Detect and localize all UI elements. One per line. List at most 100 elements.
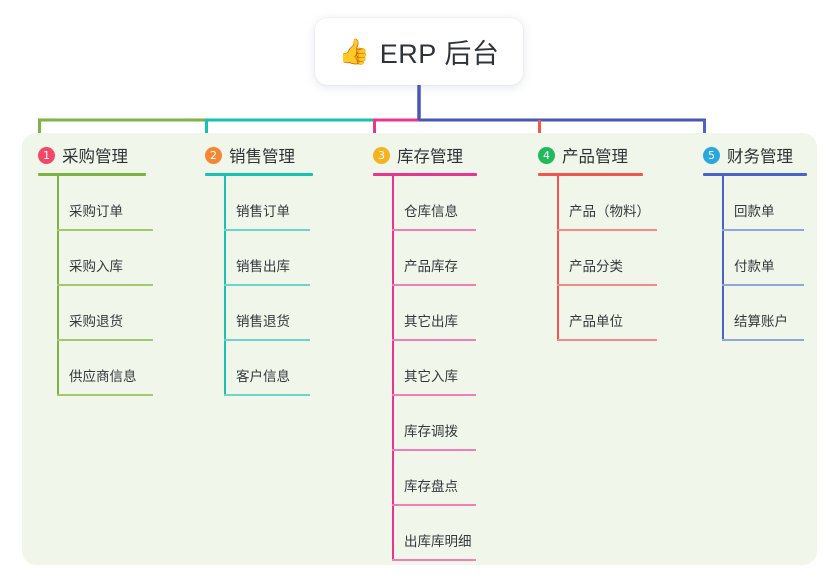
module-item-label: 产品分类 (569, 259, 623, 274)
module-item-rule (392, 394, 476, 396)
module-item[interactable]: 产品库存 (392, 231, 477, 286)
module-spine (57, 176, 59, 396)
module-item[interactable]: 库存盘点 (392, 451, 477, 506)
module-header-rule (373, 173, 477, 176)
module-item[interactable]: 销售退货 (224, 286, 313, 341)
module-header-3[interactable]: 3 库存管理 (373, 142, 477, 168)
module-item[interactable]: 回款单 (722, 176, 807, 231)
module-item-rule (57, 229, 153, 231)
module-item-rule (392, 229, 476, 231)
module-header-5[interactable]: 5 财务管理 (703, 142, 807, 168)
module-header-rule (205, 173, 313, 176)
module-number-badge: 4 (538, 146, 555, 164)
module-item-rule (392, 504, 476, 506)
module-item-rule (392, 339, 476, 341)
module-number-badge: 1 (38, 146, 55, 164)
module-item-label: 产品（物料） (569, 204, 650, 219)
module-column-2: 2 销售管理销售订单销售出库销售退货客户信息 (205, 142, 313, 396)
module-item[interactable]: 采购入库 (57, 231, 153, 286)
module-item-label: 采购退货 (69, 314, 123, 329)
module-column-5: 5 财务管理回款单付款单结算账户 (703, 142, 807, 341)
module-title: 库存管理 (397, 148, 463, 166)
module-spine (224, 176, 226, 396)
module-item[interactable]: 产品单位 (557, 286, 657, 341)
module-title: 产品管理 (562, 148, 628, 166)
module-item-rule (722, 229, 804, 231)
module-item[interactable]: 销售订单 (224, 176, 313, 231)
module-item[interactable]: 出库库明细 (392, 506, 477, 561)
module-item[interactable]: 供应商信息 (57, 341, 153, 396)
root-node-label: ERP 后台 (379, 39, 500, 69)
module-item-label: 付款单 (734, 259, 775, 274)
module-item-label: 产品单位 (569, 314, 623, 329)
module-item-label: 回款单 (734, 204, 775, 219)
module-item-rule (224, 394, 310, 396)
module-item-list: 采购订单采购入库采购退货供应商信息 (57, 176, 153, 396)
module-item-label: 结算账户 (734, 314, 788, 329)
root-node-erp-backend[interactable]: 👍 ERP 后台 (315, 18, 523, 85)
module-item-rule (392, 449, 476, 451)
module-number-badge: 3 (373, 146, 390, 164)
module-item-label: 出库库明细 (404, 534, 472, 549)
module-item-label: 库存盘点 (404, 479, 458, 494)
module-number-badge: 5 (703, 146, 720, 164)
module-item-label: 采购订单 (69, 204, 123, 219)
module-item-rule (392, 559, 476, 561)
module-title: 销售管理 (229, 148, 295, 166)
module-item[interactable]: 产品分类 (557, 231, 657, 286)
module-item-list: 产品（物料） 产品分类产品单位 (557, 176, 657, 341)
module-number-badge: 2 (205, 146, 222, 164)
module-header-rule (538, 173, 643, 176)
module-item-label: 供应商信息 (69, 369, 137, 384)
module-item-label: 产品库存 (404, 259, 458, 274)
module-column-3: 3 库存管理仓库信息产品库存其它出库其它入库库存调拨库存盘点出库库明细 (373, 142, 477, 561)
module-item-rule (557, 284, 657, 286)
module-item-list: 回款单付款单结算账户 (722, 176, 807, 341)
module-item[interactable]: 库存调拨 (392, 396, 477, 451)
module-item-label: 销售出库 (236, 259, 290, 274)
module-item-rule (57, 284, 153, 286)
module-item-label: 销售订单 (236, 204, 290, 219)
module-item-rule (722, 339, 804, 341)
root-node-content: 👍 ERP 后台 (339, 32, 500, 71)
module-item[interactable]: 其它入库 (392, 341, 477, 396)
module-item-rule (224, 229, 310, 231)
module-item-label: 其它入库 (404, 369, 458, 384)
module-column-4: 4 产品管理产品（物料） 产品分类产品单位 (538, 142, 657, 341)
module-item-label: 客户信息 (236, 369, 290, 384)
module-spine (392, 176, 394, 561)
module-item-rule (722, 284, 804, 286)
module-item[interactable]: 付款单 (722, 231, 807, 286)
module-item[interactable]: 产品（物料） (557, 176, 657, 231)
module-item[interactable]: 其它出库 (392, 286, 477, 341)
module-item-rule (224, 339, 310, 341)
module-header-rule (703, 173, 807, 176)
module-item[interactable]: 销售出库 (224, 231, 313, 286)
module-item-list: 销售订单销售出库销售退货客户信息 (224, 176, 313, 396)
module-item-rule (557, 229, 657, 231)
module-item[interactable]: 采购退货 (57, 286, 153, 341)
module-item[interactable]: 客户信息 (224, 341, 313, 396)
module-item-label: 仓库信息 (404, 204, 458, 219)
module-item-list: 仓库信息产品库存其它出库其它入库库存调拨库存盘点出库库明细 (392, 176, 477, 561)
module-item-label: 其它出库 (404, 314, 458, 329)
module-item-rule (224, 284, 310, 286)
module-header-rule (38, 173, 146, 176)
module-item-rule (57, 339, 153, 341)
module-header-4[interactable]: 4 产品管理 (538, 142, 643, 168)
module-header-2[interactable]: 2 销售管理 (205, 142, 313, 168)
module-item-rule (57, 394, 153, 396)
module-item[interactable]: 仓库信息 (392, 176, 477, 231)
module-item-label: 销售退货 (236, 314, 290, 329)
module-item-rule (557, 339, 657, 341)
module-spine (722, 176, 724, 341)
thumbs-up-icon: 👍 (338, 37, 370, 66)
module-item-label: 库存调拨 (404, 424, 458, 439)
module-item[interactable]: 采购订单 (57, 176, 153, 231)
module-title: 财务管理 (727, 148, 793, 166)
module-item[interactable]: 结算账户 (722, 286, 807, 341)
